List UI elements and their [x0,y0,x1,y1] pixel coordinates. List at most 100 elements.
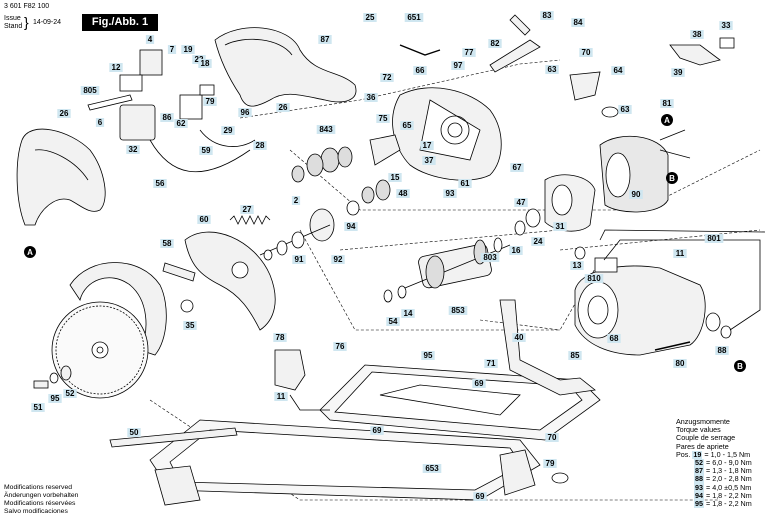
callout-label: 77 [465,48,474,57]
callout-bg [160,239,174,248]
callout-bg [553,222,567,231]
callout-label: 38 [693,30,702,39]
callout-label: 801 [707,234,721,243]
part-callout: 63 [545,65,559,74]
callout-label: 39 [674,68,683,77]
callout-label: 52 [66,389,75,398]
parallel-guide [109,427,238,448]
callout-label: 97 [454,61,463,70]
callout-bg [240,205,254,214]
callout-bg [509,246,523,255]
torque-value: = 1,0 - 1,5 Nm [702,449,751,459]
part-callout: 79 [203,97,217,106]
callout-label: 810 [587,274,601,283]
callout-bg [488,39,502,48]
part-callout: 69 [370,426,384,435]
part-callout: 2 [291,196,301,205]
callout-bg [462,48,476,57]
torque-row: 95 = 1,8 - 2,2 Nm [676,499,780,509]
marker-label: A [27,248,33,257]
part-callout: 86 [160,113,174,122]
callout-label: 80 [676,359,685,368]
gear-set [291,146,391,216]
part-callout: 68 [607,334,621,343]
callout-bg [715,346,729,355]
callout-label: 95 [51,394,60,403]
part-callout: 62 [174,119,188,128]
callout-bg [473,492,487,501]
part-callout: 6 [95,118,105,127]
callout-label: 79 [206,97,215,106]
callout-bg [607,334,621,343]
callout-label: 76 [336,342,345,351]
callout-bg [568,351,582,360]
hex-key [399,44,441,56]
callout-bg [199,146,213,155]
callout-label: 28 [256,141,265,150]
part-callout: 36 [364,93,378,102]
part-callout: 85 [568,351,582,360]
motor-housing-right [574,246,732,356]
callout-label: 31 [556,222,565,231]
part-callout: 51 [31,403,45,412]
switch-block [139,49,163,76]
callout-label: 805 [83,86,97,95]
part-callout: 72 [380,73,394,82]
callout-label: 59 [202,146,211,155]
part-callout: 54 [386,317,400,326]
part-callout: 71 [484,359,498,368]
part-callout: 78 [273,333,287,342]
callout-label: 61 [461,179,470,188]
part-callout: 17 [420,141,434,150]
callout-bg [571,18,585,27]
callout-label: 72 [383,73,392,82]
callout-label: 70 [582,48,591,57]
callout-bg [451,61,465,70]
callout-label: 16 [512,246,521,255]
part-callout: 70 [545,433,559,442]
part-callout: 95 [48,394,62,403]
callout-bg [388,173,402,182]
callout-label: 75 [379,114,388,123]
callout-label: 69 [476,492,485,501]
callout-label: 843 [319,125,333,134]
part-callout: 35 [183,321,197,330]
callout-bg [238,108,252,117]
callout-label: 83 [543,11,552,20]
callout-label: 63 [621,105,630,114]
part-callout: 33 [719,21,733,30]
callout-bg [253,141,267,150]
note-de: Änderungen vorbehalten [4,492,79,499]
handle-left [16,128,106,226]
part-callout: 38 [690,30,704,39]
torque-value: = 1,3 - 1,8 Nm [704,466,752,476]
callout-label: 651 [407,13,421,22]
part-callout: 67 [510,163,524,172]
part-callout: 82 [488,39,502,48]
part-callout: 13 [570,261,584,270]
part-callout: 651 [404,13,424,22]
callout-label: 853 [451,306,465,315]
callout-label: 36 [367,93,376,102]
callout-bg [344,222,358,231]
part-callout: 31 [553,222,567,231]
callout-label: 4 [148,35,153,44]
torque-code: 95 [694,499,704,509]
torque-row: Pos. 19 = 1,0 - 1,5 Nm [676,449,780,460]
part-callout: 63 [618,105,632,114]
callout-bg [380,73,394,82]
torque-title-en: Torque values [676,425,721,435]
callout-label: 56 [156,179,165,188]
bracket-71 [499,299,596,396]
torque-code: 88 [694,474,704,484]
part-callout: 77 [462,48,476,57]
callout-bg [197,215,211,224]
part-callout: 65 [400,121,414,130]
part-callout: 2 [0,0,3,2]
torque-row: 52 = 6,0 - 9,0 Nm [676,458,780,468]
part-callout: 83 [540,11,554,20]
callout-bg [167,45,177,54]
callout-bg [472,379,486,388]
part-callout: 4 [145,35,155,44]
callout-label: 26 [279,103,288,112]
